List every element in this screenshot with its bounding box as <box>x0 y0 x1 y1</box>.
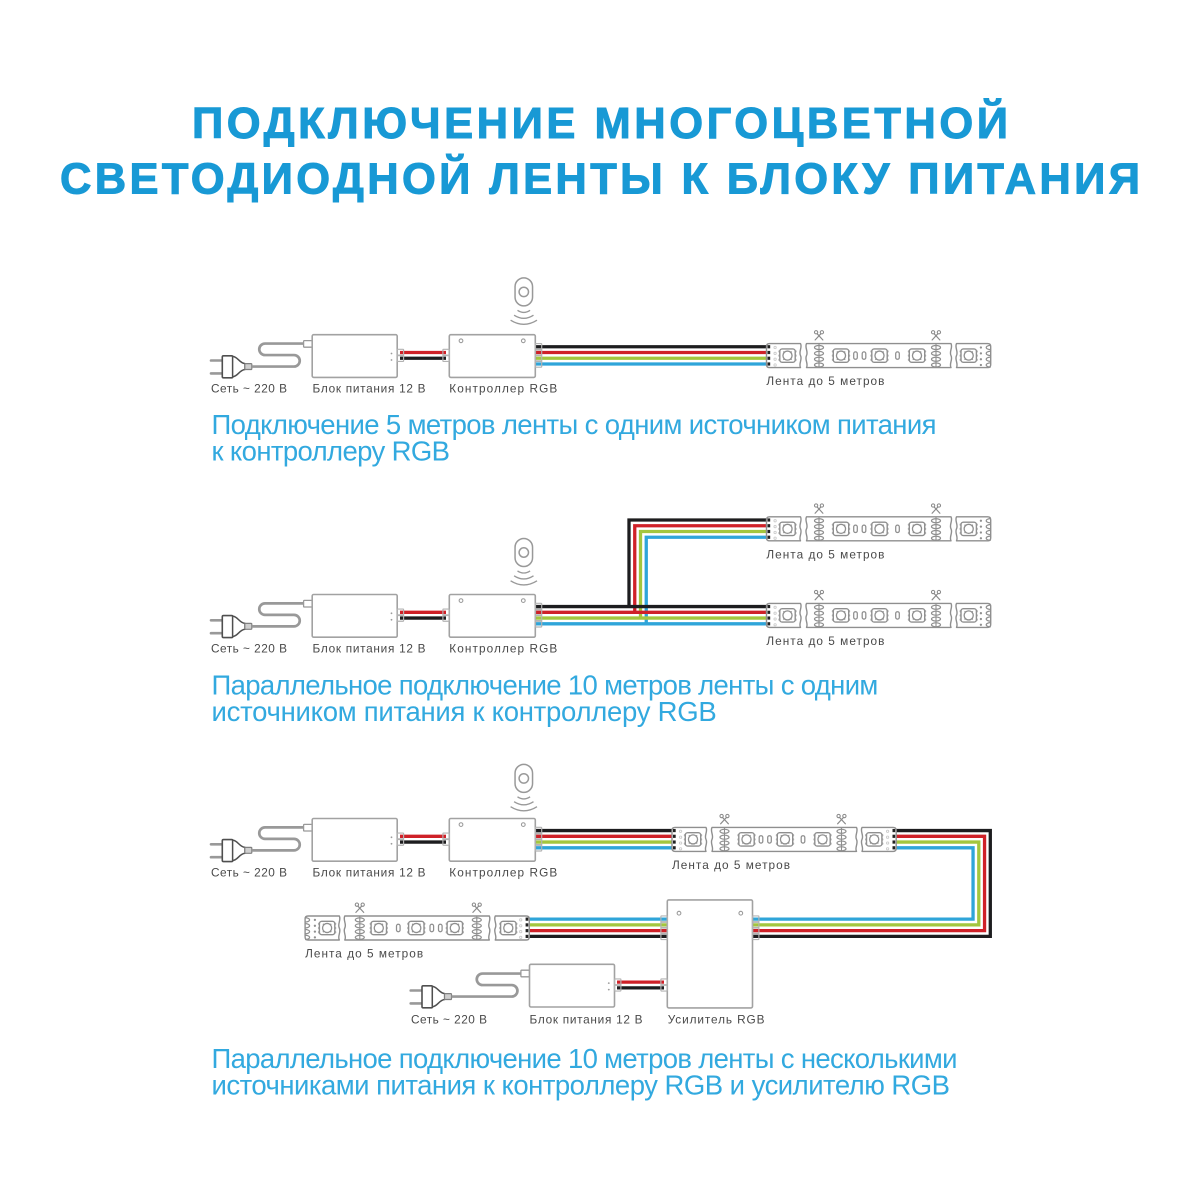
svg-text:Лента до 5 метров: Лента до 5 метров <box>766 634 884 648</box>
svg-text:СВЕТОДИОДНОЙ ЛЕНТЫ К БЛОКУ ПИТ: СВЕТОДИОДНОЙ ЛЕНТЫ К БЛОКУ ПИТАНИЯ <box>60 153 1140 204</box>
svg-text:Блок питания 12 В: Блок питания 12 В <box>530 1013 643 1027</box>
svg-text:Лента до 5 метров: Лента до 5 метров <box>305 947 423 961</box>
svg-text:к контроллеру RGB: к контроллеру RGB <box>212 436 451 467</box>
svg-text:Лента до 5 метров: Лента до 5 метров <box>672 858 790 872</box>
svg-text:Контроллер RGB: Контроллер RGB <box>449 382 557 396</box>
svg-text:Блок питания 12 В: Блок питания 12 В <box>313 865 426 879</box>
svg-text:Контроллер RGB: Контроллер RGB <box>449 865 557 879</box>
svg-text:источником питания к контролле: источником питания к контроллеру RGB <box>212 696 717 727</box>
svg-text:Параллельное подключение 10 ме: Параллельное подключение 10 метров ленты… <box>212 1043 958 1074</box>
svg-text:Лента до 5 метров: Лента до 5 метров <box>766 374 884 388</box>
svg-text:Лента до 5 метров: Лента до 5 метров <box>766 547 884 561</box>
svg-text:Усилитель RGB: Усилитель RGB <box>668 1013 765 1027</box>
svg-text:Сеть ~ 220 В: Сеть ~ 220 В <box>211 865 287 879</box>
svg-text:Подключение 5 метров ленты с о: Подключение 5 метров ленты с одним источ… <box>212 409 937 440</box>
svg-text:Блок питания 12 В: Блок питания 12 В <box>313 382 426 396</box>
svg-text:Параллельное подключение 10 ме: Параллельное подключение 10 метров ленты… <box>212 670 879 701</box>
svg-text:ПОДКЛЮЧЕНИЕ МНОГОЦВЕТНОЙ: ПОДКЛЮЧЕНИЕ МНОГОЦВЕТНОЙ <box>192 97 1008 148</box>
svg-text:Сеть ~ 220 В: Сеть ~ 220 В <box>211 641 287 655</box>
svg-text:Сеть ~ 220 В: Сеть ~ 220 В <box>411 1013 487 1027</box>
svg-text:источниками питания к контролл: источниками питания к контроллеру RGB и … <box>212 1070 951 1101</box>
svg-text:Блок питания 12 В: Блок питания 12 В <box>313 641 426 655</box>
svg-text:Контроллер RGB: Контроллер RGB <box>449 641 557 655</box>
svg-text:Сеть ~ 220 В: Сеть ~ 220 В <box>211 382 287 396</box>
